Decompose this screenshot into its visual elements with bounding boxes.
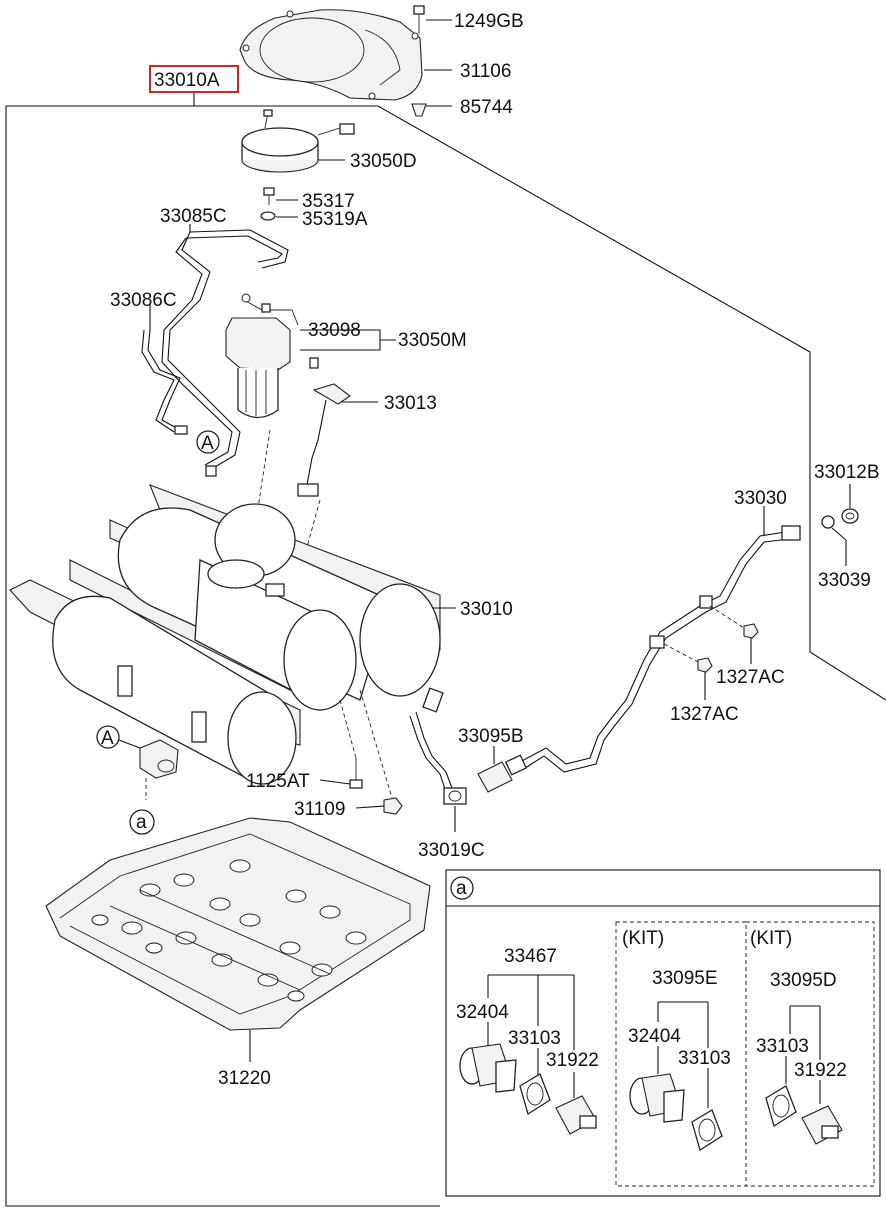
callout-a-left-text: a (136, 812, 147, 833)
main-part-code: 33010A (154, 70, 220, 91)
part-33086C-fuel-line (141, 329, 217, 477)
part-1327AC-nut-a (743, 623, 759, 639)
detail-label-33095D[interactable]: 33095D (770, 970, 837, 991)
callout-A-top[interactable]: A (196, 430, 220, 454)
label-33010[interactable]: 33010 (460, 599, 513, 620)
label-33050D[interactable]: 33050D (350, 151, 417, 172)
label-33095B[interactable]: 33095B (458, 726, 524, 747)
install-line-1327AC-a (709, 605, 745, 629)
part-1125AT-bolt (349, 758, 363, 789)
detail-leader-33095E (657, 1001, 709, 1048)
detail-label-31922-main[interactable]: 31922 (546, 1050, 599, 1071)
detail-leader-33095D (789, 1005, 821, 1060)
leader-31109 (355, 805, 385, 809)
part-33019C-valve (409, 687, 467, 805)
label-85744[interactable]: 85744 (460, 97, 513, 118)
part-A-connector (139, 739, 179, 779)
install-line-31109 (359, 689, 393, 799)
detail-leader-33467 (487, 974, 575, 1050)
part-31106-cover (239, 9, 423, 101)
label-33050M[interactable]: 33050M (398, 330, 467, 351)
detail-label-33095E[interactable]: 33095E (652, 968, 718, 989)
detail-label-33103-kit-d[interactable]: 33103 (756, 1036, 809, 1057)
label-35317[interactable]: 35317 (302, 191, 355, 212)
label-33039[interactable]: 33039 (818, 570, 871, 591)
detail-part-33103-main (519, 1073, 551, 1116)
detail-label-33103-kit-e[interactable]: 33103 (678, 1048, 731, 1069)
label-35319A[interactable]: 35319A (302, 209, 368, 230)
detail-label-32404-kit[interactable]: 32404 (628, 1026, 681, 1047)
detail-part-33103-kit-d (765, 1085, 797, 1128)
part-33050D-cap (241, 109, 355, 173)
part-33039-ring (821, 515, 835, 529)
leader-33098-33050M (300, 329, 396, 351)
main-part-label[interactable]: 33010A (149, 65, 239, 93)
label-33019C[interactable]: 33019C (418, 840, 485, 861)
part-33050M-pump-module (225, 293, 299, 419)
part-35319A-washer (260, 211, 276, 221)
label-33098[interactable]: 33098 (308, 320, 361, 341)
detail-label-33467[interactable]: 33467 (504, 946, 557, 967)
callout-A-top-text: A (201, 433, 214, 454)
install-line-pump (249, 429, 271, 561)
detail-label-33103-main[interactable]: 33103 (508, 1028, 561, 1049)
part-33095B-filter (477, 754, 528, 793)
detail-kit-e-label[interactable]: (KIT) (622, 928, 664, 949)
part-33030-filler-pipe (519, 525, 801, 773)
detail-callout-a[interactable]: a (450, 876, 474, 900)
detail-part-32404-kit (629, 1073, 685, 1123)
label-31106[interactable]: 31106 (460, 61, 511, 82)
part-35317-screw (263, 187, 275, 205)
detail-label-31922-kit[interactable]: 31922 (794, 1060, 847, 1081)
label-33013[interactable]: 33013 (384, 393, 437, 414)
part-33012B-grommet (841, 508, 859, 524)
leader-1125AT (319, 779, 351, 785)
part-33013-sender (297, 357, 351, 497)
label-33030[interactable]: 33030 (734, 488, 787, 509)
detail-part-31922-main (555, 1095, 597, 1135)
callout-a-left[interactable]: a (129, 809, 155, 835)
label-1327AC-a[interactable]: 1327AC (716, 667, 785, 688)
part-1249GB-bolt (413, 5, 425, 34)
part-85744-clip (411, 103, 427, 117)
detail-kit-d-label[interactable]: (KIT) (750, 928, 792, 949)
part-31109-nut (383, 797, 403, 815)
label-33085C[interactable]: 33085C (160, 206, 227, 227)
label-1327AC-b[interactable]: 1327AC (670, 704, 739, 725)
part-33010-fuel-tank (9, 484, 441, 785)
label-1249GB[interactable]: 1249GB (454, 11, 524, 32)
label-1125AT[interactable]: 1125AT (246, 771, 310, 792)
label-31109[interactable]: 31109 (294, 799, 345, 820)
callout-A-left-text: A (101, 728, 114, 749)
install-line-1125AT (339, 699, 357, 759)
detail-callout-a-text: a (456, 878, 467, 899)
detail-part-31922-kit (801, 1105, 843, 1145)
part-31220-skid-plate (45, 817, 431, 1031)
leader-33039 (831, 527, 847, 541)
install-line-1327AC-b (663, 643, 699, 663)
part-1327AC-nut-b (697, 657, 713, 673)
detail-part-32404-main (459, 1043, 517, 1093)
label-31220[interactable]: 31220 (218, 1068, 271, 1089)
part-33085C-fuel-line (161, 229, 289, 471)
callout-A-left[interactable]: A (96, 725, 120, 749)
detail-label-32404-main[interactable]: 32404 (456, 1002, 509, 1023)
label-33086C[interactable]: 33086C (110, 290, 177, 311)
detail-box: a 33467 32404 33103 31922 (KIT) 33095E (445, 869, 881, 1197)
label-33012B[interactable]: 33012B (814, 462, 880, 483)
assembly-outline (5, 92, 886, 1207)
detail-part-33103-kit-e (691, 1109, 723, 1152)
leader-A-left (118, 739, 141, 749)
main-part-highlight-box (149, 65, 239, 93)
